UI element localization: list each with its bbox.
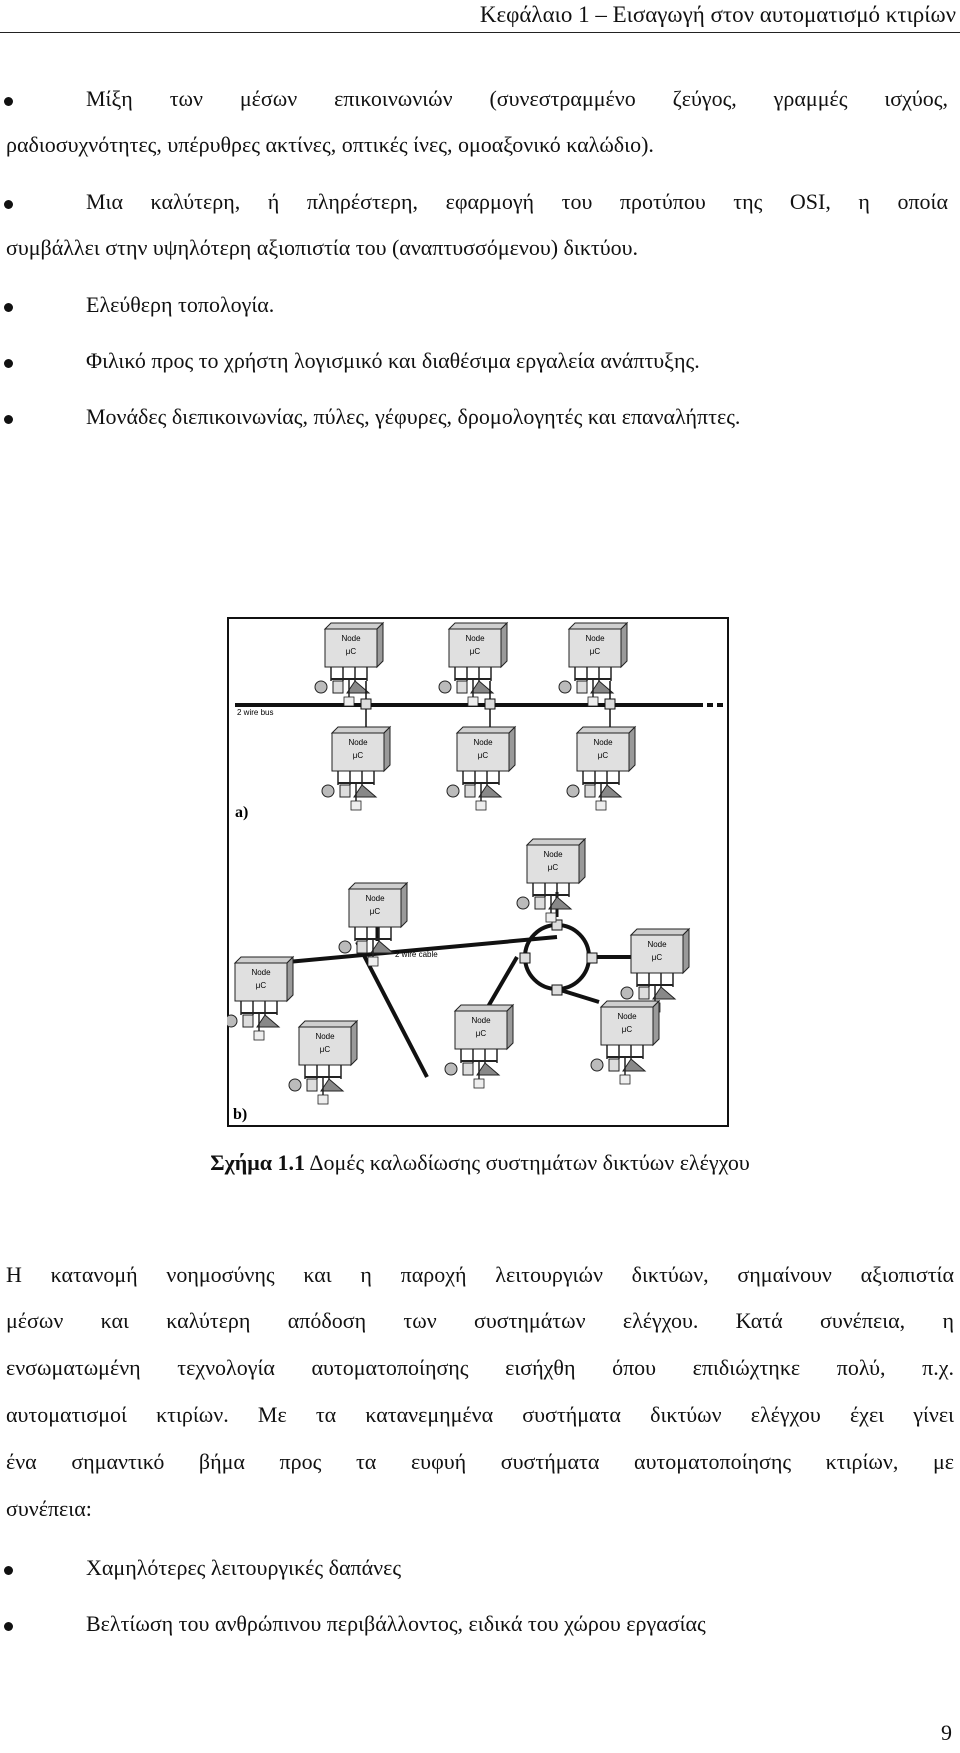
- node-label: Node: [465, 634, 485, 643]
- cable-label: 2 wire cable: [395, 950, 438, 959]
- bullet-dot: [4, 415, 13, 424]
- node-sublabel: μC: [590, 647, 601, 656]
- page-number: 9: [941, 1720, 952, 1745]
- panel-label: a): [235, 804, 248, 821]
- paragraph-line: συνέπεια:: [6, 1496, 92, 1521]
- node-sublabel: μC: [622, 1025, 633, 1034]
- node-sublabel: μC: [320, 1045, 331, 1054]
- bullet-item: Χαμηλότερες λειτουργικές δαπάνες: [0, 1555, 954, 1585]
- node-sublabel: μC: [370, 907, 381, 916]
- node-sublabel: μC: [470, 647, 481, 656]
- node-unit: Node μC: [620, 928, 690, 1013]
- node-unit: Node μC: [446, 726, 516, 811]
- node-unit: Node μC: [558, 622, 628, 707]
- node-label: Node: [617, 1012, 637, 1021]
- bullet-dot: [4, 359, 13, 368]
- node-label: Node: [341, 634, 361, 643]
- bullet-dot: [4, 303, 13, 312]
- node-unit: Node μC: [338, 882, 408, 967]
- bullet-text: Μίξη των μέσων επικοινωνιών (συνεστραμμέ…: [86, 86, 948, 111]
- node-label: Node: [348, 738, 368, 747]
- bullet-item: Μονάδες διεπικοινωνίας, πύλες, γέφυρες, …: [0, 404, 954, 434]
- bullet-dot: [4, 200, 13, 209]
- node-sublabel: μC: [346, 647, 357, 656]
- paragraph-line: Η κατανομή νοημοσύνης και η παροχή λειτο…: [6, 1262, 954, 1287]
- bullet-item: Μίξη των μέσων επικοινωνιών (συνεστραμμέ…: [0, 86, 954, 116]
- node-sublabel: μC: [478, 751, 489, 760]
- node-unit: Node μC: [314, 622, 384, 707]
- bullet-item: Βελτίωση του ανθρώπινου περιβάλλοντος, ε…: [0, 1611, 954, 1641]
- node-label: Node: [543, 850, 563, 859]
- node-label: Node: [251, 968, 271, 977]
- node-unit: Node μC: [227, 956, 294, 1041]
- bullet-text: Ελεύθερη τοπολογία.: [86, 292, 275, 317]
- bullet-item: Ελεύθερη τοπολογία.: [0, 292, 954, 322]
- header-rule: [0, 32, 960, 33]
- panel-label: b): [233, 1106, 247, 1123]
- paragraph-line: μέσων και καλύτερη απόδοση των συστημάτω…: [6, 1308, 954, 1333]
- node-label: Node: [473, 738, 493, 747]
- node-sublabel: μC: [476, 1029, 487, 1038]
- node-label: Node: [647, 940, 667, 949]
- node-unit: Node μC: [566, 726, 636, 811]
- paragraph-line: ένα σημαντικό βήμα προς τα ευφυή συστήμα…: [6, 1449, 954, 1474]
- bullet-text: Φιλικό προς το χρήστη λογισμικό και διαθ…: [86, 348, 700, 373]
- node-unit: Node μC: [288, 1020, 358, 1105]
- bullet-text: Χαμηλότερες λειτουργικές δαπάνες: [86, 1555, 402, 1580]
- node-unit: Node μC: [444, 1004, 514, 1089]
- node-label: Node: [585, 634, 605, 643]
- node-sublabel: μC: [598, 751, 609, 760]
- caption-text: Δομές καλωδίωσης συστημάτων δικτύων ελέγ…: [305, 1150, 750, 1175]
- bullet-text: Μια καλύτερη, ή πληρέστερη, εφαρμογή του…: [86, 189, 948, 214]
- node-unit: Node μC: [590, 1000, 660, 1085]
- node-unit: Node μC: [321, 726, 391, 811]
- caption-label: Σχήμα 1.1: [210, 1150, 306, 1175]
- bullet-text: Βελτίωση του ανθρώπινου περιβάλλοντος, ε…: [86, 1611, 706, 1636]
- bullet-text-continued: ραδιοσυχνότητες, υπέρυθρες ακτίνες, οπτι…: [6, 132, 654, 157]
- node-label: Node: [365, 894, 385, 903]
- bullet-dot: [4, 1566, 13, 1575]
- page-header: Κεφάλαιο 1 – Εισαγωγή στον αυτοματισμό κ…: [479, 2, 956, 27]
- bullet-item: Φιλικό προς το χρήστη λογισμικό και διαθ…: [0, 348, 954, 378]
- figure-caption: Σχήμα 1.1 Δομές καλωδίωσης συστημάτων δι…: [0, 1150, 960, 1176]
- node-sublabel: μC: [353, 751, 364, 760]
- paragraph-line: ενσωματωμένη τεχνολογία αυτοματοποίησης …: [6, 1355, 954, 1380]
- node-label: Node: [471, 1016, 491, 1025]
- network-topology-figure: 2 wire bus Node μC Node μC Node μC Node …: [227, 617, 729, 1127]
- node-unit: Node μC: [516, 838, 586, 923]
- bus-label: 2 wire bus: [237, 708, 273, 717]
- bullet-dot: [4, 97, 13, 106]
- bullet-dot: [4, 1622, 13, 1631]
- node-sublabel: μC: [548, 863, 559, 872]
- node-label: Node: [593, 738, 613, 747]
- bullet-text-continued: συμβάλλει στην υψηλότερη αξιοπιστία του …: [6, 235, 639, 260]
- bullet-item: Μια καλύτερη, ή πληρέστερη, εφαρμογή του…: [0, 189, 954, 219]
- bullet-text: Μονάδες διεπικοινωνίας, πύλες, γέφυρες, …: [86, 404, 741, 429]
- paragraph-line: αυτοματισμοί κτιρίων. Με τα κατανεμημένα…: [6, 1402, 954, 1427]
- node-label: Node: [315, 1032, 335, 1041]
- node-sublabel: μC: [256, 981, 267, 990]
- node-sublabel: μC: [652, 953, 663, 962]
- node-unit: Node μC: [438, 622, 508, 707]
